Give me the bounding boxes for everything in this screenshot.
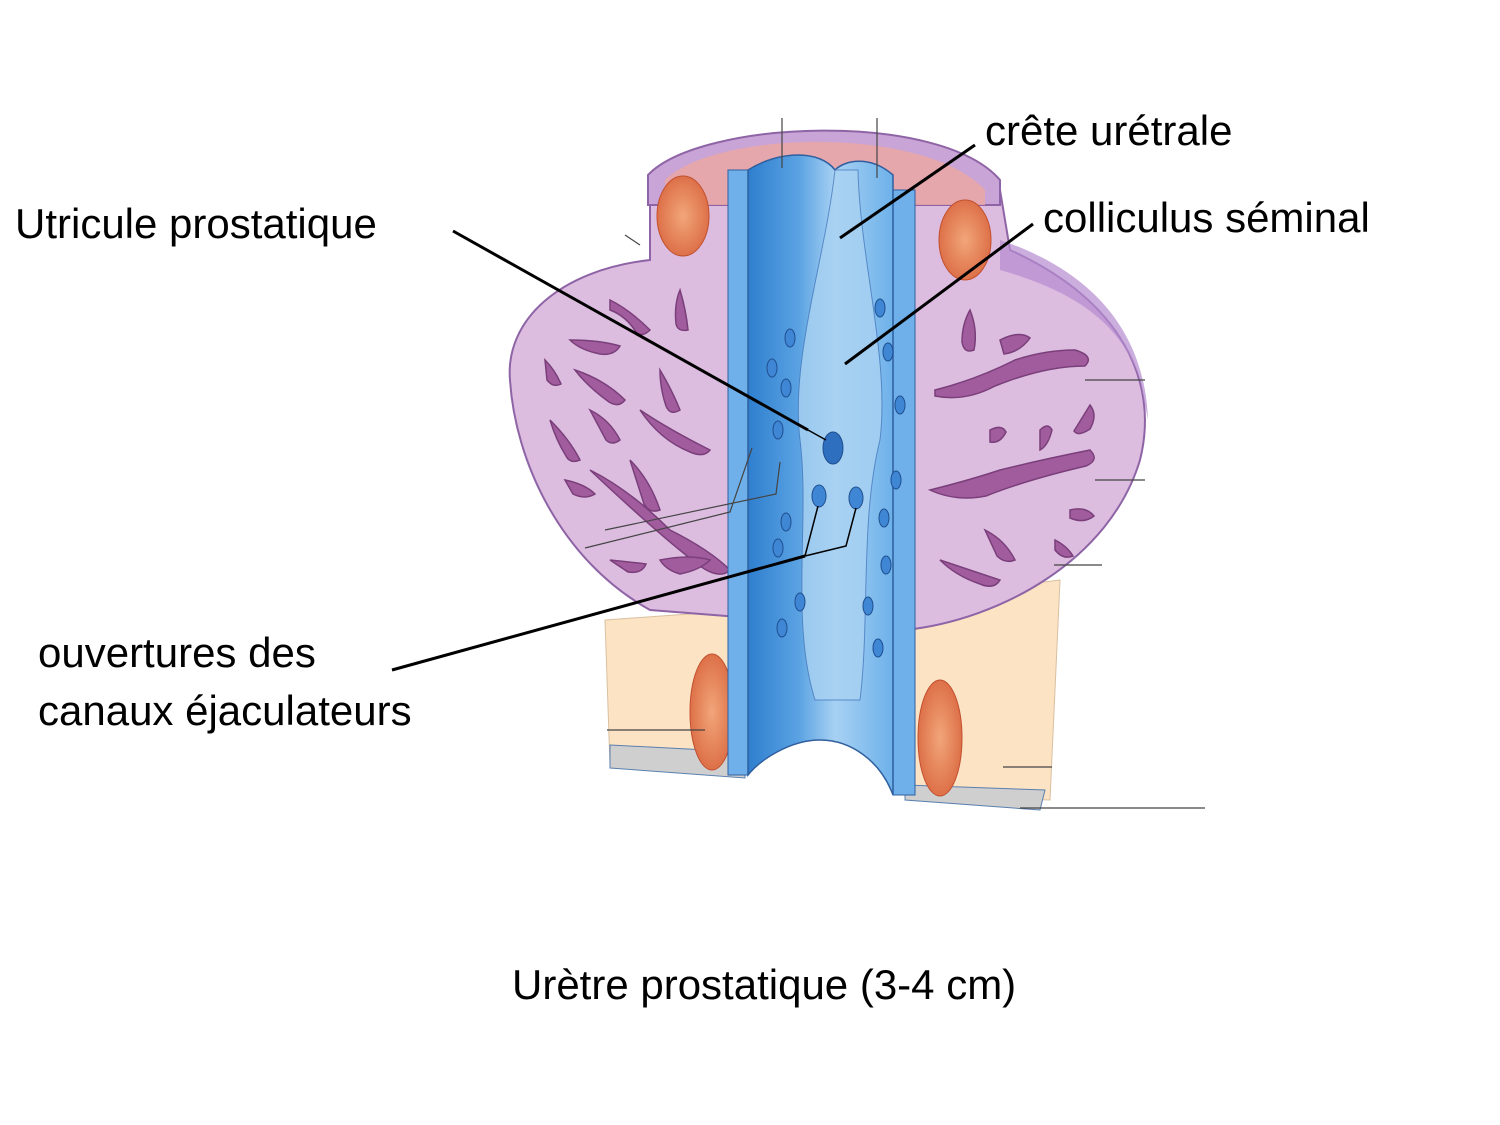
leader-ouvertures: [391, 554, 806, 672]
gland-openings: [766, 298, 906, 658]
label-crete-uretrale: crête urétrale: [985, 107, 1233, 154]
glands-right: [927, 308, 1096, 587]
internal-sphincter-right: [938, 199, 992, 281]
leader-crete-uretrale: [839, 143, 976, 240]
leader-colliculus-seminal: [844, 222, 1034, 366]
label-leader-lines: [391, 143, 1034, 672]
thin-leader-lines: [584, 118, 1205, 809]
ejaculatory-duct-opening-right: [848, 486, 864, 510]
urethra-wall-left: [727, 169, 749, 776]
urethra-wall-right: [892, 189, 916, 796]
external-sphincter-left: [689, 653, 735, 771]
internal-sphincter-left: [656, 175, 710, 257]
external-sphincter-right: [917, 679, 963, 797]
leader-utricule-prostatique: [452, 229, 809, 432]
label-colliculus-seminal: colliculus séminal: [1043, 194, 1370, 241]
ejaculatory-duct-opening-left: [811, 484, 827, 508]
label-ouvertures-line1: ouvertures des: [38, 629, 316, 676]
label-ouvertures-line2: canaux éjaculateurs: [38, 687, 412, 734]
label-utricule-prostatique: Utricule prostatique: [15, 200, 377, 247]
urethral-crest: [797, 169, 883, 701]
glands-left: [544, 287, 732, 575]
prostatic-utricle-opening: [822, 431, 844, 465]
diagram-title: Urètre prostatique (3-4 cm): [512, 961, 1017, 1008]
